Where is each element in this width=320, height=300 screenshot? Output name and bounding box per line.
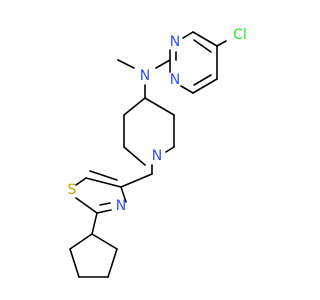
cyclopentane-ring — [69, 233, 118, 278]
bond-thz-s1-c2 — [75, 197, 98, 214]
thiazole-ring — [75, 170, 127, 214]
bond-c-cl — [216, 40, 227, 47]
bond-thz-c5-s1 — [75, 177, 87, 186]
bond-pip-n1-c6 — [123, 146, 146, 166]
bond-pip-c2-n1 — [165, 146, 175, 153]
background — [0, 0, 300, 300]
bond-pyr-c4-n3 — [182, 31, 194, 39]
bond-thz-c2-cyclopentyl — [91, 212, 98, 235]
piperidine-ring — [123, 97, 175, 166]
thiazole-n-label: N — [116, 198, 126, 214]
bond-pyr-c5-c4-inner — [193, 39, 212, 53]
piperidine-n-label: N — [152, 148, 162, 164]
bond-thz-c2-n3 — [96, 209, 112, 214]
bond-cp-1-2 — [91, 233, 118, 250]
bond-cp-2-3 — [107, 248, 118, 278]
bond-pyr-c6-c5 — [192, 78, 218, 94]
molecule-structure-diagram: Cl N N N N N S — [0, 0, 300, 300]
chlorine-atom-label: Cl — [233, 27, 247, 43]
bond-thz-c4-c5-inner — [89, 170, 118, 181]
pyrimidine-ring — [169, 31, 218, 94]
amine-n-label: N — [140, 68, 150, 84]
bond-cp-5-1 — [69, 233, 93, 250]
bond-pip-c4-c3 — [144, 97, 175, 116]
pyrimidine-n-top-label: N — [170, 34, 180, 50]
bond-pyr-c5-c4 — [192, 31, 218, 47]
bond-thz-c4-c5 — [85, 177, 122, 188]
thiazole-s-label: S — [68, 182, 77, 198]
bond-pip-c5-c4 — [123, 97, 146, 116]
pyrimidine-n-bottom-label: N — [170, 72, 180, 88]
bond-thz-n3-c4 — [120, 186, 127, 203]
bond-ch2-thiazole-c4 — [120, 173, 153, 188]
bond-thz-c2-n3-inner — [99, 202, 111, 206]
bond-amine-n-methyl — [117, 59, 135, 69]
bond-pyr-c6-c5-inner — [193, 74, 212, 86]
bond-pyr-n1-c6 — [180, 85, 194, 94]
bond-pyr-c2-amine-n — [155, 59, 171, 69]
bond-cp-4-5 — [69, 248, 80, 278]
